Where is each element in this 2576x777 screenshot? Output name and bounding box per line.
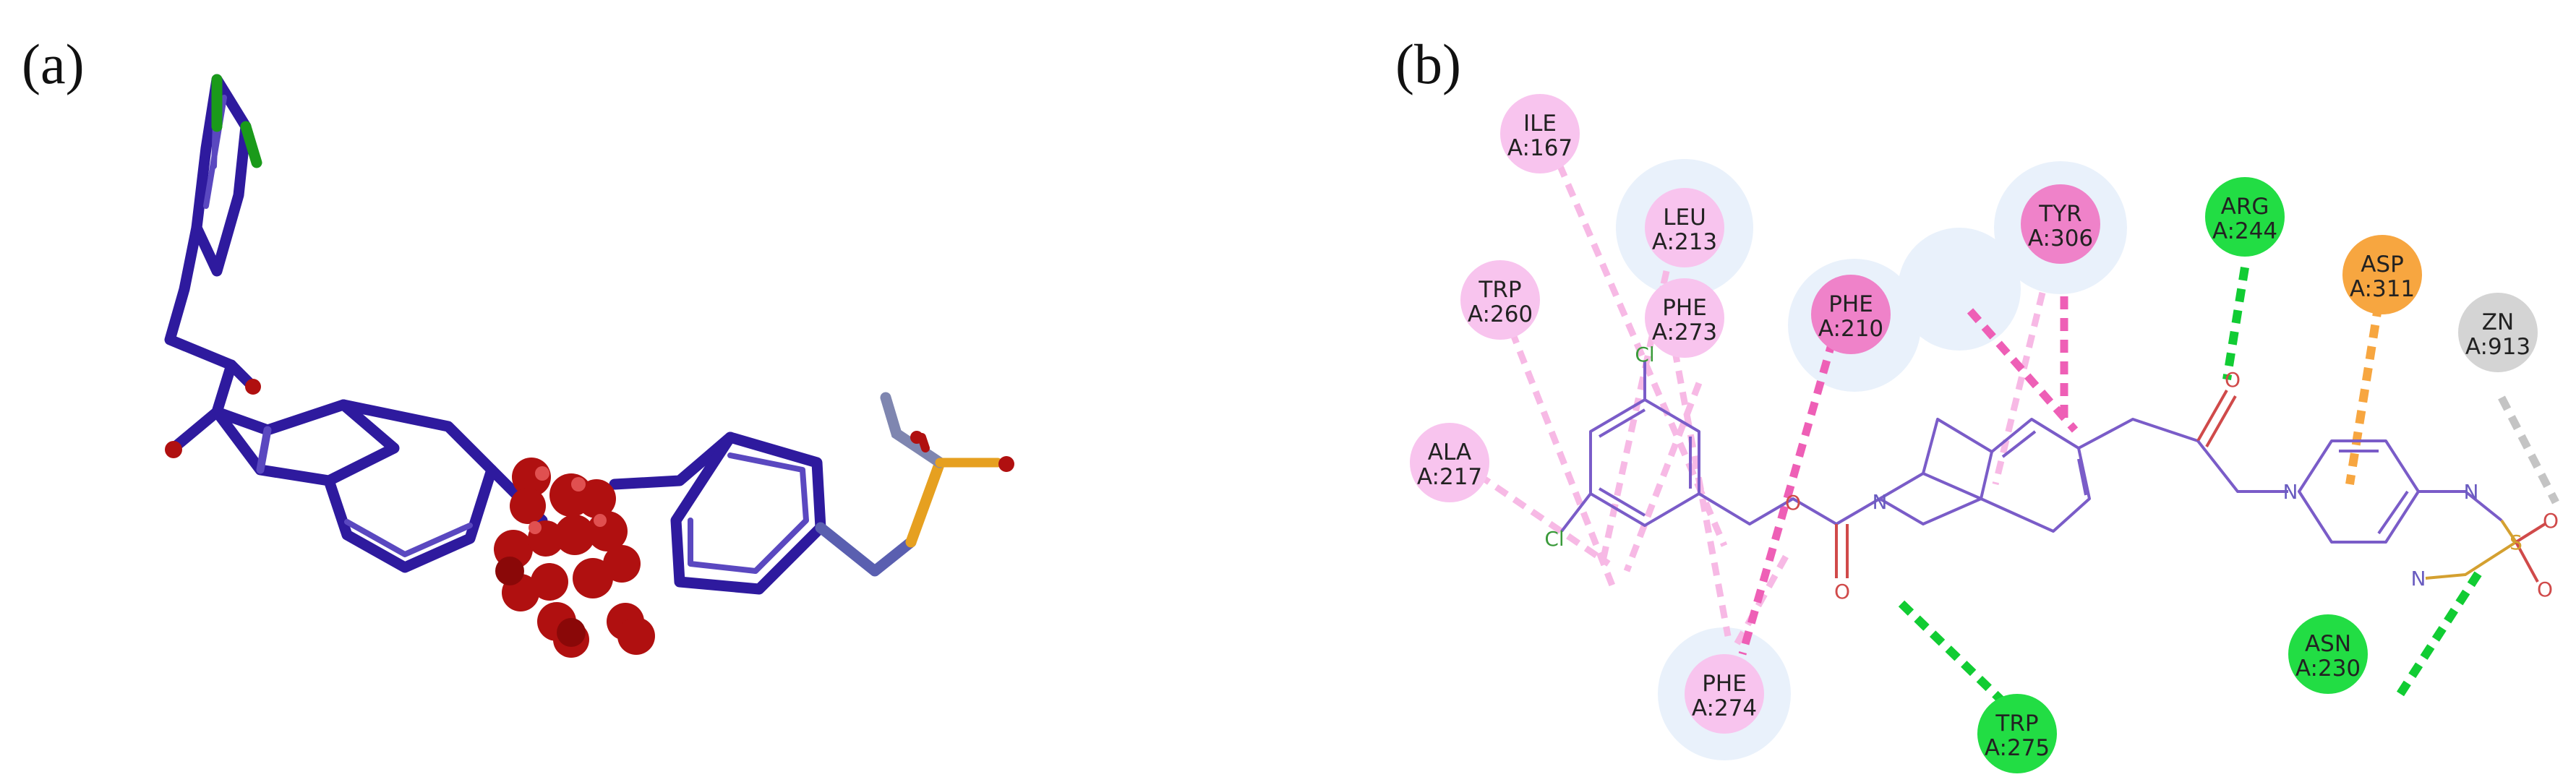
panel-a-label: (a) xyxy=(22,33,85,95)
atom-label-o-ester: O xyxy=(1785,491,1801,515)
atom-label-o-sulfonyl-2: O xyxy=(2537,578,2553,601)
residue-circle xyxy=(1645,188,1724,267)
panel-b: (b) xyxy=(1395,33,2559,773)
residue-number: A:274 xyxy=(1692,695,1757,721)
atom-label-cl-bottom: Cl xyxy=(1544,527,1564,551)
residue-name: ASN xyxy=(2305,631,2351,657)
residue-number: A:273 xyxy=(1652,319,1717,345)
residue-number: A:244 xyxy=(2212,218,2277,244)
residue-circle xyxy=(2205,177,2285,257)
ligand-stick-model xyxy=(164,74,917,595)
atom-label-cl-top: Cl xyxy=(1635,343,1654,366)
carbonyl-oxygen-3d xyxy=(165,441,182,458)
atom-label-s: S xyxy=(2509,531,2522,554)
atom-label-o-amide: O xyxy=(2225,368,2241,392)
atom-label-o-sulfonyl-1: O xyxy=(2543,509,2559,533)
residue-circle xyxy=(2021,184,2100,264)
residue-number: A:311 xyxy=(2350,276,2415,302)
atom-label-n-terminal: N xyxy=(2411,567,2426,591)
panel-a: (a) xyxy=(22,33,1014,658)
residue-number: A:913 xyxy=(2465,334,2530,360)
residue-name: LEU xyxy=(1663,205,1706,231)
atom-label-n-ring: N xyxy=(1873,490,1888,514)
ligand-2d-skeleton xyxy=(1560,361,2546,583)
residue-name: ARG xyxy=(2221,194,2269,220)
residue-name: TRP xyxy=(1478,277,1521,303)
residue-zn913: ZNA:913 xyxy=(2458,293,2538,372)
residue-name: PHE xyxy=(1828,291,1873,317)
residue-name: PHE xyxy=(1702,671,1747,697)
residue-circle xyxy=(1645,278,1724,358)
atom-labels: Cl Cl O O N O N N S O O N xyxy=(1544,343,2559,604)
residue-number: A:275 xyxy=(1985,735,2050,761)
residue-name: TRP xyxy=(1995,711,2038,737)
atom-label-o-carbonyl: O xyxy=(1834,580,1850,604)
residue-number: A:260 xyxy=(1468,301,1533,327)
residue-circle xyxy=(1811,275,1891,354)
residue-circle xyxy=(2342,235,2422,314)
residue-circle xyxy=(1685,654,1764,734)
residue-number: A:217 xyxy=(1417,464,1482,490)
oxygen-sphere-cluster xyxy=(494,458,655,658)
residue-circle xyxy=(1500,94,1580,173)
sulfonamide-group xyxy=(880,392,1014,548)
residue-name: PHE xyxy=(1662,295,1707,321)
panel-b-label: (b) xyxy=(1395,33,1461,95)
residue-name: ALA xyxy=(1428,439,1471,465)
residue-number: A:210 xyxy=(1818,316,1883,342)
residue-circle xyxy=(1460,260,1540,340)
residue-number: A:167 xyxy=(1507,135,1572,161)
residue-number: A:213 xyxy=(1652,229,1717,255)
atom-label-n-sulfonamide: N xyxy=(2464,480,2479,504)
residue-circle xyxy=(2458,293,2538,372)
residue-circle xyxy=(2288,614,2368,694)
residue-name: ASP xyxy=(2361,252,2404,278)
atom-label-n-amide: N xyxy=(2283,480,2298,504)
residue-nodes: ILEA:167LEUA:213TRPA:260ALAA:217PHEA:273… xyxy=(1410,94,2538,773)
residue-circle xyxy=(1410,423,1489,502)
residue-name: TYR xyxy=(2038,201,2081,227)
residue-name: ZN xyxy=(2482,309,2514,335)
residue-number: A:306 xyxy=(2028,226,2093,252)
ester-oxygen-3d xyxy=(245,379,261,395)
residue-number: A:230 xyxy=(2295,656,2361,682)
residue-circle xyxy=(1977,694,2057,773)
chlorine-atoms-3d xyxy=(211,74,262,168)
residue-name: ILE xyxy=(1523,111,1557,137)
